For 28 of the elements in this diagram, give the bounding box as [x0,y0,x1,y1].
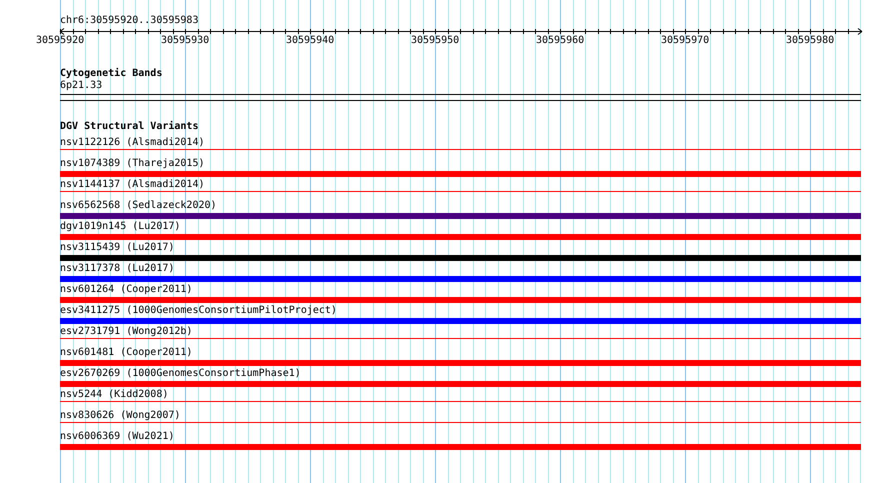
coordinate-label: 30595930 [161,35,210,46]
variant-label: nsv1074389 (Thareja2015) [60,158,204,169]
variant-label: nsv601481 (Cooper2011) [60,347,192,358]
variant-label: nsv1144137 (Alsmadi2014) [60,179,204,190]
variant-label: nsv1122126 (Alsmadi2014) [60,137,204,148]
range-label: chr6:30595920..30595983 [60,15,198,26]
variant-label: nsv5244 (Kidd2008) [60,389,168,400]
variant-label: nsv3115439 (Lu2017) [60,242,174,253]
variant-label: esv2731791 (Wong2012b) [60,326,192,337]
coordinate-label: 30595940 [286,35,334,46]
variant-label: nsv6562568 (Sedlazeck2020) [60,200,217,211]
track-heading: DGV Structural Variants [60,121,198,132]
variant-label: nsv830626 (Wong2007) [60,410,180,421]
coordinate-label: 30595960 [536,35,584,46]
variant-label: dgv1019n145 (Lu2017) [60,221,180,232]
variant-label: esv2670269 (1000GenomesConsortiumPhase1) [60,368,301,379]
variant-label: nsv601264 (Cooper2011) [60,284,192,295]
variant-label: nsv6006369 (Wu2021) [60,431,174,442]
variant-label: esv3411275 (1000GenomesConsortiumPilotProject) [60,305,337,316]
track-panel [60,66,861,95]
coordinate-label: 30595950 [411,35,460,46]
coordinate-label: 30595980 [786,35,834,46]
track-heading: Cytogenetic Bands [60,68,162,79]
variant-label: nsv3117378 (Lu2017) [60,263,174,274]
coordinate-label: 30595920 [36,35,84,46]
band-label: 6p21.33 [60,80,102,91]
track-panel [60,100,861,451]
coordinate-label: 30595970 [661,35,710,46]
